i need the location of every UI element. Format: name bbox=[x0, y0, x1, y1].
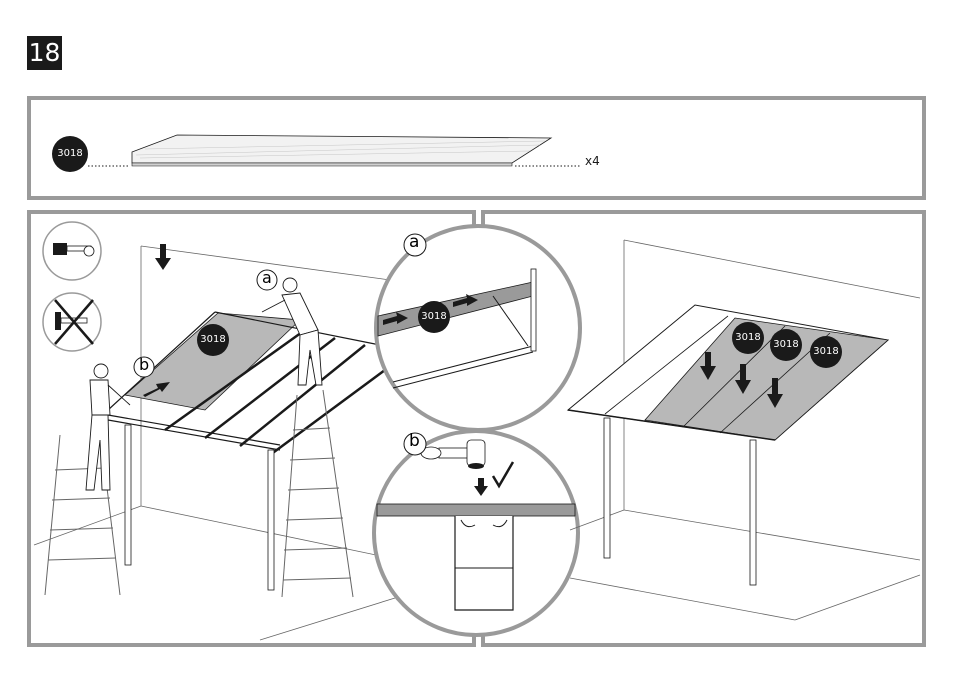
part-code-badge-right-3: 3018 bbox=[810, 336, 842, 368]
part-code-badge-right-2: 3018 bbox=[770, 329, 802, 361]
part-code-badge-right-1: 3018 bbox=[732, 322, 764, 354]
